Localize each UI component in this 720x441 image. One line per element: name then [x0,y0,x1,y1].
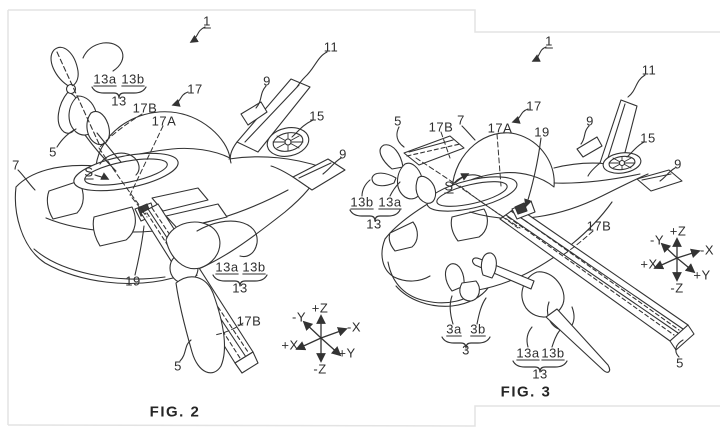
fig3-aircraft-drawing [349,46,701,373]
fig2-aircraft-drawing [14,26,348,374]
fig3-caption: FIG. 3 [500,383,552,401]
page-frame-lines [7,9,720,427]
fig2-caption: FIG. 2 [149,403,201,421]
fig2-axes-icon [295,314,348,363]
fig3-axes-icon [653,237,701,282]
